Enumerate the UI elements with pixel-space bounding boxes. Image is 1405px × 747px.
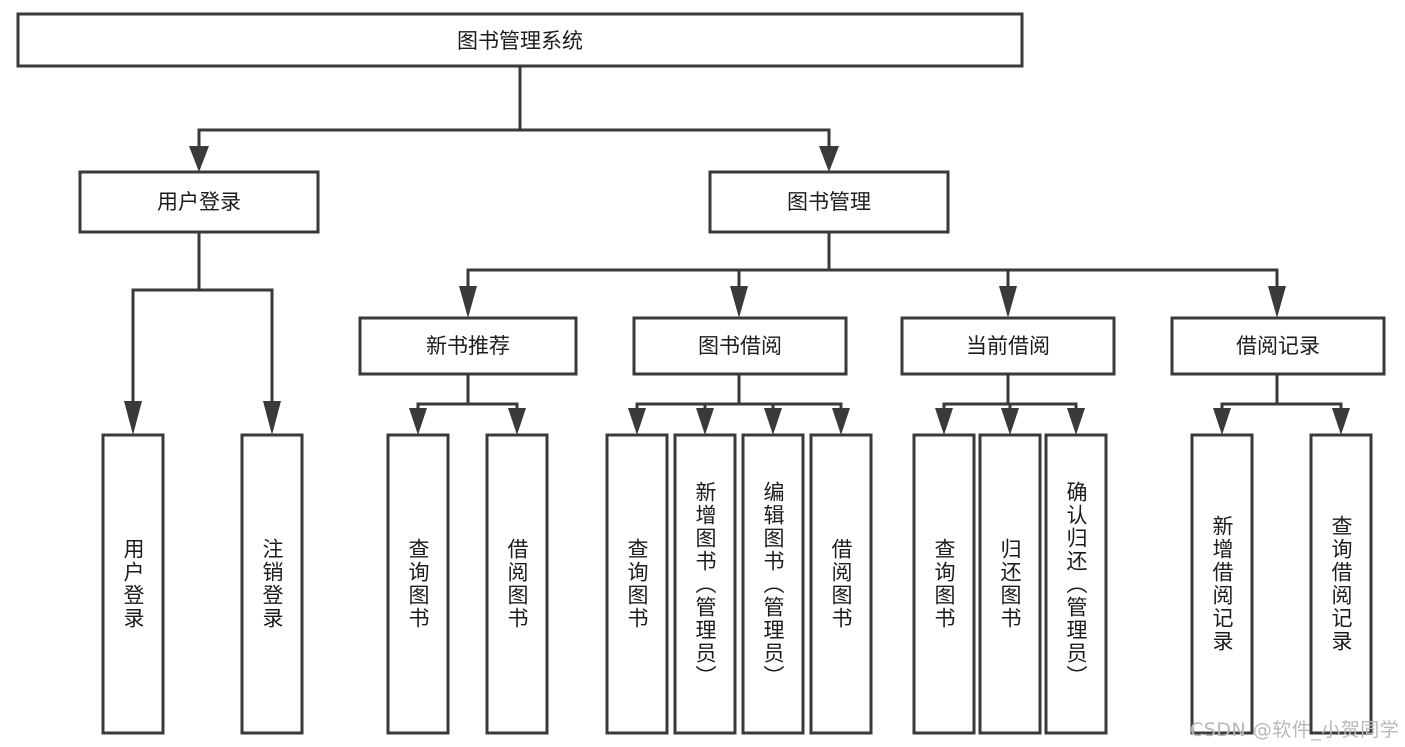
node-current-borrow[interactable] — [900, 316, 1116, 376]
node-new-book-recommend-label: 新书推荐 — [426, 334, 510, 358]
node-user-login-label: 用户登录 — [157, 190, 241, 214]
connector-bookmgmt-to-level3 — [459, 230, 1286, 318]
connector-root-to-level2 — [189, 64, 839, 172]
node-borrow-record[interactable] — [1170, 316, 1386, 376]
leaf-box-current-borrow-0[interactable] — [912, 433, 976, 735]
leaf-box-user-login-1[interactable] — [240, 433, 304, 735]
node-new-book-recommend[interactable] — [358, 316, 578, 376]
leaf-box-borrow-record-1[interactable] — [1309, 433, 1373, 735]
node-current-borrow-label: 当前借阅 — [966, 334, 1050, 358]
connector-newbook-to-leaves — [409, 372, 526, 435]
node-root[interactable] — [16, 12, 1024, 68]
node-book-management-label: 图书管理 — [787, 190, 871, 214]
watermark-text: CSDN @软件_小贺同学 — [1190, 719, 1400, 741]
connector-userlogin-to-leaves — [124, 230, 281, 435]
node-book-borrow-label: 图书借阅 — [698, 334, 782, 358]
node-user-login[interactable] — [78, 170, 320, 234]
leaf-box-current-borrow-1[interactable] — [978, 433, 1042, 735]
connector-currentborrow-to-leaves — [935, 372, 1085, 435]
leaf-box-borrow-record-0[interactable] — [1190, 433, 1254, 735]
leaf-box-user-login-0[interactable] — [101, 433, 165, 735]
leaf-box-current-borrow-2[interactable] — [1044, 433, 1108, 735]
connector-borrowrecord-to-leaves — [1213, 372, 1350, 435]
leaf-box-new-book-1[interactable] — [485, 433, 549, 735]
node-root-label: 图书管理系统 — [457, 29, 583, 53]
leaf-box-book-borrow-3[interactable] — [809, 433, 873, 735]
leaf-box-book-borrow-1[interactable] — [673, 433, 737, 735]
node-book-management[interactable] — [708, 170, 950, 234]
node-borrow-record-label: 借阅记录 — [1236, 334, 1320, 358]
connector-bookborrow-to-leaves — [628, 372, 850, 435]
leaf-box-book-borrow-0[interactable] — [605, 433, 669, 735]
leaf-box-book-borrow-2[interactable] — [741, 433, 805, 735]
node-book-borrow[interactable] — [632, 316, 848, 376]
leaf-box-new-book-0[interactable] — [386, 433, 450, 735]
